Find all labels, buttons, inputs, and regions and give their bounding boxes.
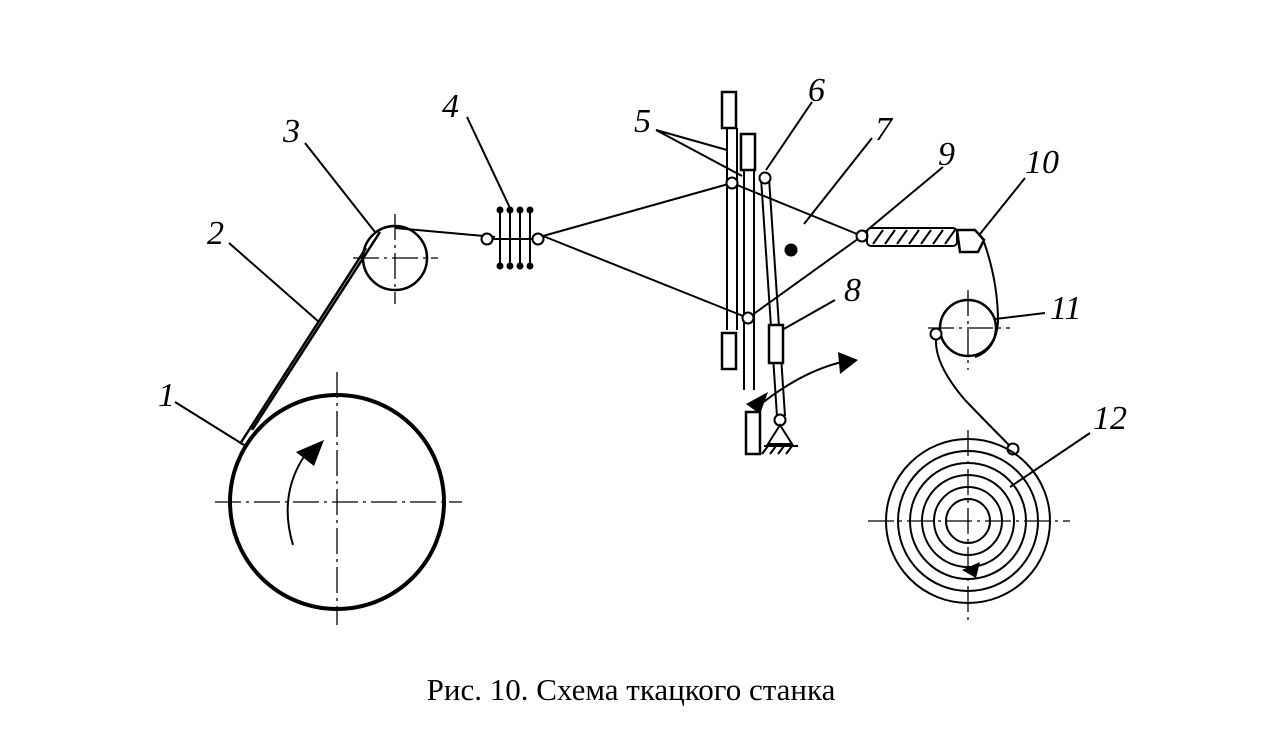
breast-beam [955,228,1000,358]
callout-7: 7 [875,111,894,148]
cloth-fell [855,227,958,247]
leader-lines [174,101,1091,488]
back-rest-roller [353,214,438,304]
warp-shed [542,182,863,319]
callout-2: 2 [207,215,224,252]
swing-arrow-right-icon [838,352,858,374]
reed-batten [746,171,858,455]
callout-4: 4 [442,88,459,125]
warp-beam [215,372,462,625]
callout-5: 5 [634,103,651,140]
callout-6: 6 [808,72,825,109]
callout-1: 1 [158,377,175,414]
swing-arrow-left-icon [746,392,768,414]
winding-arrow-icon [962,562,980,578]
heald-frames [720,90,762,456]
shuttle [784,243,798,257]
cloth-roller [868,430,1070,622]
callout-12: 12 [1093,400,1127,437]
callout-numbers: 1 2 3 4 5 6 7 8 9 10 11 12 [158,72,1127,437]
lease-rods [480,206,545,270]
callout-10: 10 [1025,144,1059,181]
callout-3: 3 [282,113,300,150]
take-up-roller [928,290,1012,448]
figure-caption: Рис. 10. Схема ткацкого станка [426,672,836,707]
callout-8: 8 [844,272,861,309]
callout-11: 11 [1050,290,1081,327]
callout-9: 9 [938,136,955,173]
rotation-arrow-icon [296,440,324,466]
